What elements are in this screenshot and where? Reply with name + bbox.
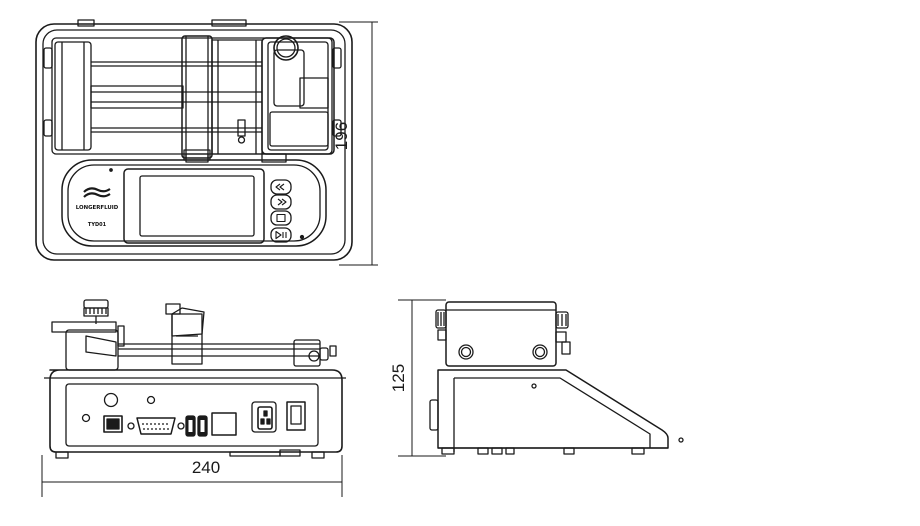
model-label: TYD01 — [88, 222, 107, 228]
depth-dimension — [339, 21, 378, 266]
brand-logo-text: LONGERFLUID — [76, 205, 119, 211]
top-view — [35, 19, 353, 261]
depth-label: 196 — [332, 122, 351, 150]
width-dimension — [41, 455, 343, 497]
height-label: 125 — [389, 364, 408, 392]
front-view — [44, 299, 346, 459]
width-label: 240 — [192, 458, 220, 477]
side-view — [429, 301, 684, 455]
height-dimension — [398, 299, 446, 457]
